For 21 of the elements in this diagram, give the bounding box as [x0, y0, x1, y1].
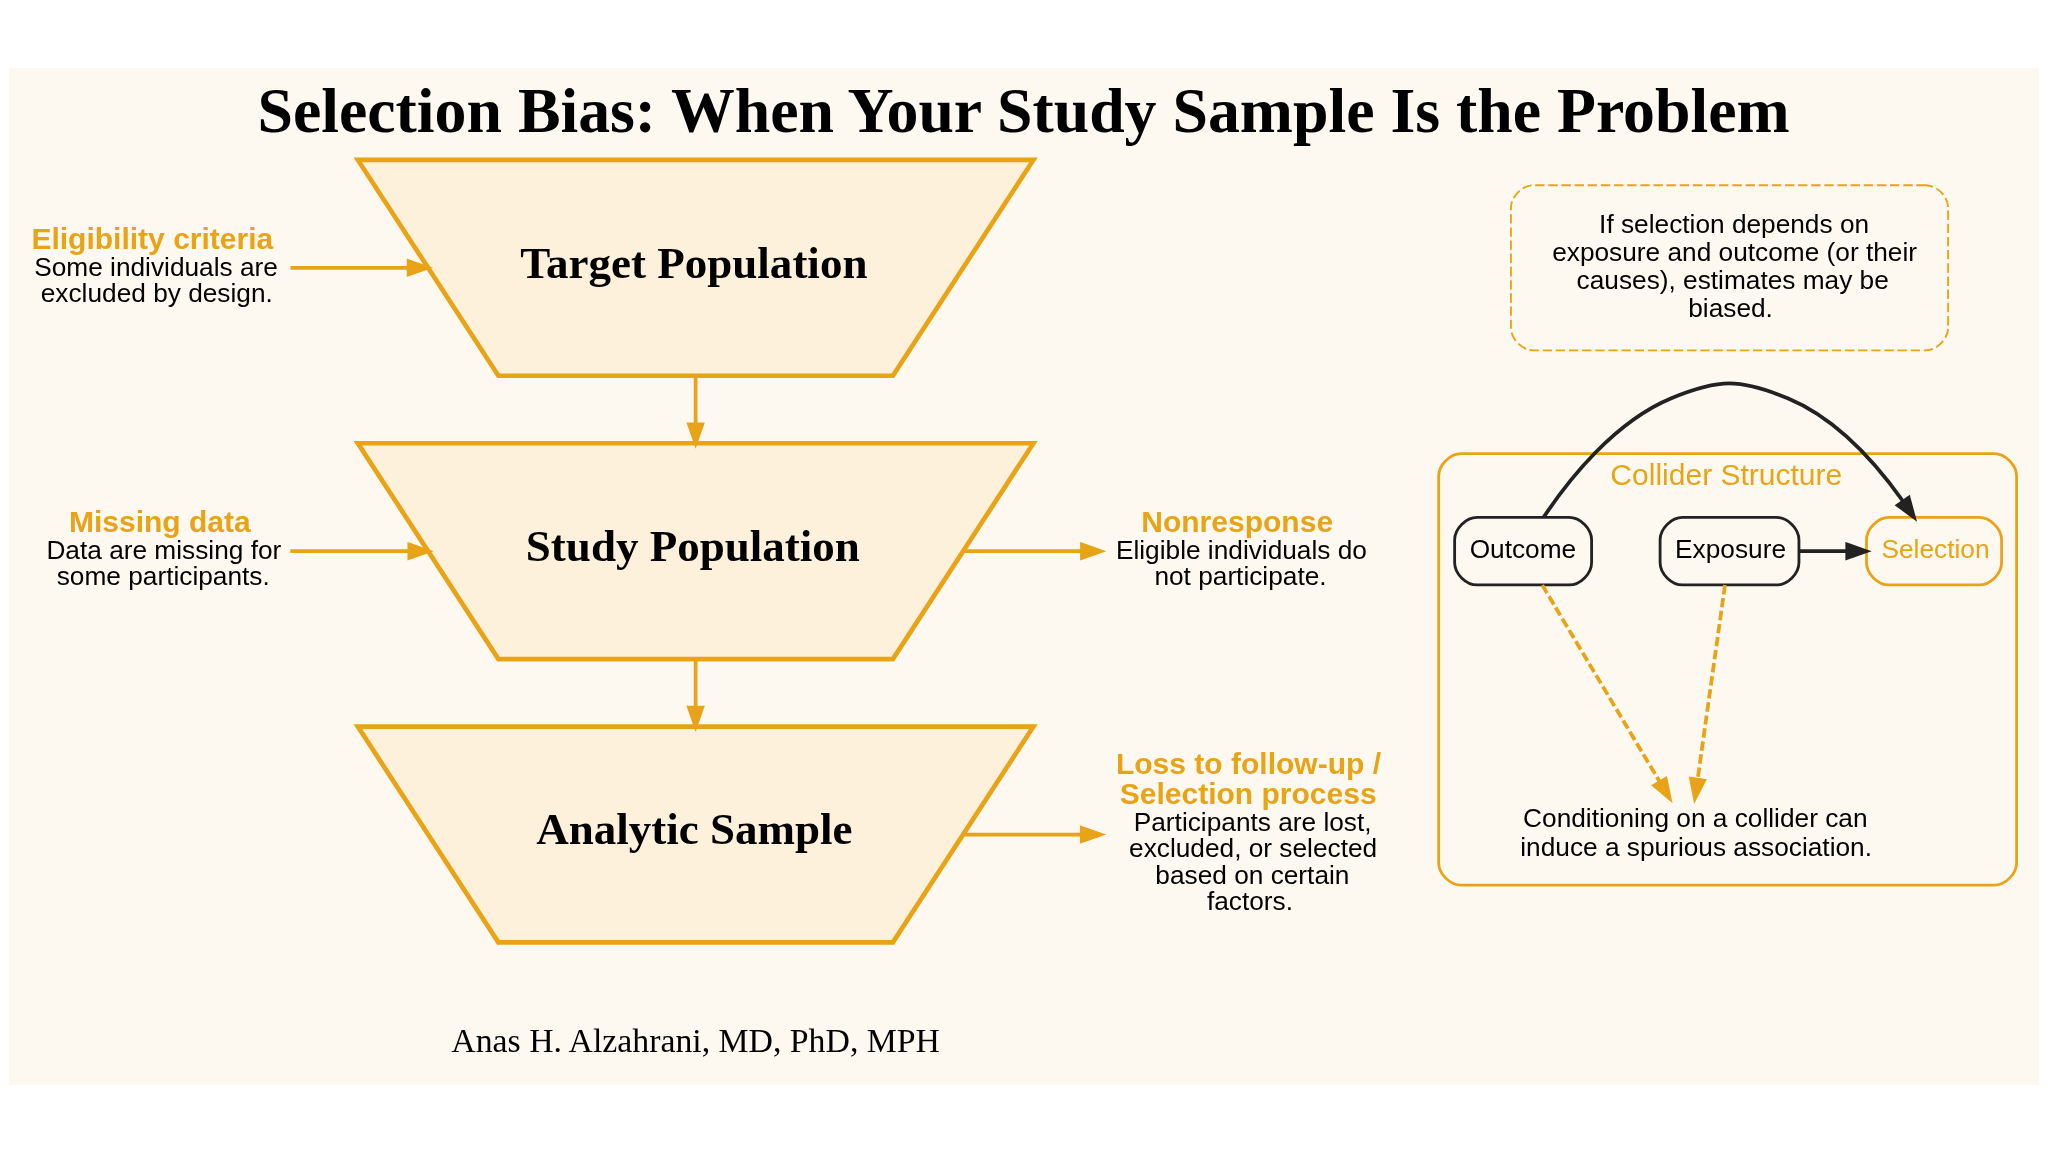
arrow	[1540, 583, 1673, 803]
arrow	[963, 541, 1107, 560]
diagram-title: Selection Bias: When Your Study Sample Is the Problem	[257, 74, 1790, 146]
arrow	[686, 659, 705, 732]
node-box: Outcome	[1453, 515, 1593, 586]
node-text: Loss to follow-up / Selection process Participants are lost, excluded, or selected based on certain factors.	[1115, 746, 1382, 916]
label: Anas H. Alzahrani, MD, PhD, MPH	[451, 1021, 940, 1059]
node-text: Eligibility criteria Some individuals are excluded by design.	[31, 221, 278, 308]
arrow	[290, 258, 434, 277]
node-box: Exposure	[1658, 515, 1801, 586]
node-box: If selection depends on exposure and outcome (or their causes), estimates may be biased.	[1510, 183, 1950, 351]
arrow	[1799, 541, 1872, 560]
node-text: Nonresponse Eligible individuals do not participate.	[1115, 504, 1367, 591]
arrow	[1688, 584, 1727, 804]
node-box: Selection	[1865, 515, 2003, 586]
arrow	[963, 824, 1107, 844]
arrow	[686, 375, 705, 449]
arrow	[290, 541, 434, 560]
arrow	[1542, 381, 1918, 522]
node-text: Conditioning on a collider can induce a spurious association.	[1520, 802, 1872, 862]
node-text: Missing data Data are missing for some participants.	[46, 504, 282, 591]
